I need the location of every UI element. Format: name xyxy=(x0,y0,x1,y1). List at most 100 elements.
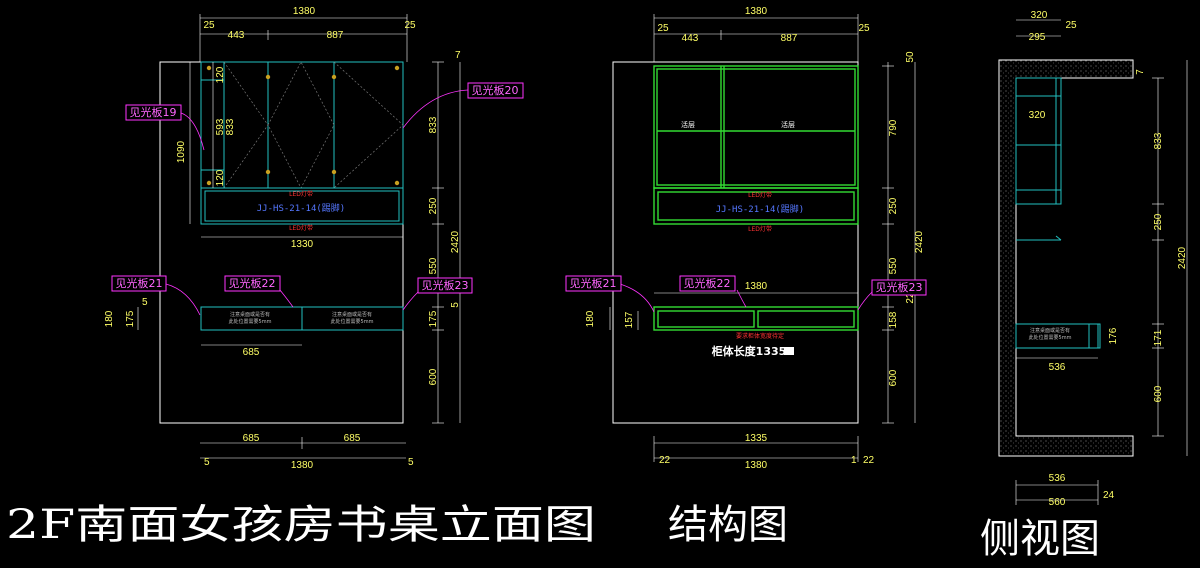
svg-text:158: 158 xyxy=(888,311,899,328)
side-title: 侧视图 xyxy=(980,516,1100,562)
structure-led-shelf xyxy=(653,187,859,225)
svg-text:600: 600 xyxy=(428,368,439,385)
svg-text:7: 7 xyxy=(1135,69,1146,75)
svg-text:5: 5 xyxy=(408,457,414,468)
svg-text:要求柜体宽度待定: 要求柜体宽度待定 xyxy=(736,332,784,340)
structure-desk xyxy=(653,306,859,331)
svg-text:1: 1 xyxy=(851,455,857,466)
svg-text:180: 180 xyxy=(585,310,596,327)
front-outline xyxy=(159,61,404,424)
svg-text:550: 550 xyxy=(888,257,899,274)
svg-text:JJ-HS-21-14(踢脚): JJ-HS-21-14(踢脚) xyxy=(716,204,804,215)
front-led-shelf xyxy=(200,187,404,225)
svg-text:LED灯带: LED灯带 xyxy=(748,191,772,199)
svg-text:536: 536 xyxy=(1049,362,1066,373)
svg-text:536: 536 xyxy=(1049,473,1066,484)
svg-text:250: 250 xyxy=(888,197,899,214)
svg-text:685: 685 xyxy=(344,433,361,444)
svg-text:50: 50 xyxy=(905,51,916,63)
svg-text:5: 5 xyxy=(450,302,461,308)
svg-text:887: 887 xyxy=(781,33,798,44)
svg-text:120: 120 xyxy=(215,66,226,83)
svg-text:5: 5 xyxy=(204,457,210,468)
svg-text:120: 120 xyxy=(215,169,226,186)
svg-text:此处位置需要5mm: 此处位置需要5mm xyxy=(331,318,374,325)
svg-text:24: 24 xyxy=(1103,490,1115,501)
structure-bottom-total: 1380 xyxy=(745,460,768,471)
side-right-total: 2420 xyxy=(1177,246,1188,269)
structure-tag-21: 见光板21 xyxy=(570,276,617,290)
tag-22: 见光板22 xyxy=(229,276,276,290)
svg-text:320: 320 xyxy=(1031,10,1048,21)
svg-text:600: 600 xyxy=(1153,385,1164,402)
svg-text:7: 7 xyxy=(455,50,461,61)
tag-19: 见光板19 xyxy=(130,105,177,119)
svg-text:22: 22 xyxy=(659,455,671,466)
svg-text:833: 833 xyxy=(225,118,236,135)
structure-tag-23: 见光板23 xyxy=(876,280,923,294)
svg-text:176: 176 xyxy=(1108,327,1119,344)
structure-body-length: 柜体长度1335 xyxy=(711,344,787,358)
svg-text:443: 443 xyxy=(682,33,699,44)
front-right-total: 2420 xyxy=(450,230,461,253)
svg-text:25: 25 xyxy=(858,23,870,34)
side-view: 320 注意桌面或是否有 此处位置需要5mm 320 25 295 7 833 … xyxy=(998,10,1188,508)
svg-text:833: 833 xyxy=(428,116,439,133)
svg-text:250: 250 xyxy=(1153,213,1164,230)
tag-20: 见光板20 xyxy=(472,83,519,97)
svg-text:活层: 活层 xyxy=(681,120,695,129)
svg-text:600: 600 xyxy=(888,369,899,386)
svg-text:注意桌面或是否有: 注意桌面或是否有 xyxy=(332,311,372,318)
svg-text:180: 180 xyxy=(104,310,115,327)
svg-text:685: 685 xyxy=(243,347,260,358)
structure-drawing: 活层 活层 LED灯带 JJ-HS-21-14(踢脚) LED灯带 要求柜体宽度… xyxy=(565,6,927,471)
svg-text:250: 250 xyxy=(428,197,439,214)
svg-text:此处位置需要5mm: 此处位置需要5mm xyxy=(229,318,272,325)
structure-right-total: 2420 xyxy=(914,230,925,253)
front-led-top: LED灯带 xyxy=(289,190,313,198)
svg-text:25: 25 xyxy=(1065,20,1077,31)
svg-text:171: 171 xyxy=(1153,329,1164,346)
front-elevation: LED灯带 JJ-HS-21-14(踢脚) LED灯带 注意桌面或是否有 此处位… xyxy=(104,6,524,471)
svg-text:此处位置需要5mm: 此处位置需要5mm xyxy=(1029,334,1072,341)
svg-text:157: 157 xyxy=(624,311,635,328)
svg-text:5: 5 xyxy=(142,297,148,308)
svg-text:1330: 1330 xyxy=(291,239,314,250)
front-title: 2F南面女孩房书桌立面图 xyxy=(6,502,596,548)
side-wall xyxy=(998,59,1134,457)
svg-text:活层: 活层 xyxy=(781,120,795,129)
svg-text:22: 22 xyxy=(863,455,875,466)
svg-text:25: 25 xyxy=(657,23,669,34)
svg-text:1335: 1335 xyxy=(745,433,768,444)
structure-top-total: 1380 xyxy=(745,6,768,17)
front-led-bottom: LED灯带 xyxy=(289,224,313,232)
front-left-total: 1090 xyxy=(176,140,187,163)
structure-outline xyxy=(612,61,859,424)
svg-text:593: 593 xyxy=(215,118,226,135)
structure-tag-22: 见光板22 xyxy=(684,276,731,290)
tag-23: 见光板23 xyxy=(422,278,469,292)
front-bottom-total: 1380 xyxy=(291,460,314,471)
svg-text:295: 295 xyxy=(1029,32,1046,43)
svg-text:注意桌面或是否有: 注意桌面或是否有 xyxy=(1030,327,1070,334)
svg-text:560: 560 xyxy=(1049,497,1066,508)
side-desk xyxy=(1015,323,1099,349)
svg-text:LED灯带: LED灯带 xyxy=(748,225,772,233)
svg-text:25: 25 xyxy=(203,20,215,31)
svg-text:25: 25 xyxy=(404,20,416,31)
structure-title: 结构图 xyxy=(668,502,788,548)
svg-text:175: 175 xyxy=(428,310,439,327)
side-upper-cabinet xyxy=(1015,77,1062,205)
svg-text:320: 320 xyxy=(1029,110,1046,121)
tag-21: 见光板21 xyxy=(116,276,163,290)
front-code-label: JJ-HS-21-14(踢脚) xyxy=(257,203,345,214)
svg-text:550: 550 xyxy=(428,257,439,274)
front-top-total: 1380 xyxy=(293,6,316,17)
svg-text:443: 443 xyxy=(228,30,245,41)
svg-text:833: 833 xyxy=(1153,132,1164,149)
svg-text:790: 790 xyxy=(888,119,899,136)
svg-text:22: 22 xyxy=(905,292,916,304)
svg-text:1380: 1380 xyxy=(745,281,768,292)
svg-text:175: 175 xyxy=(125,310,136,327)
